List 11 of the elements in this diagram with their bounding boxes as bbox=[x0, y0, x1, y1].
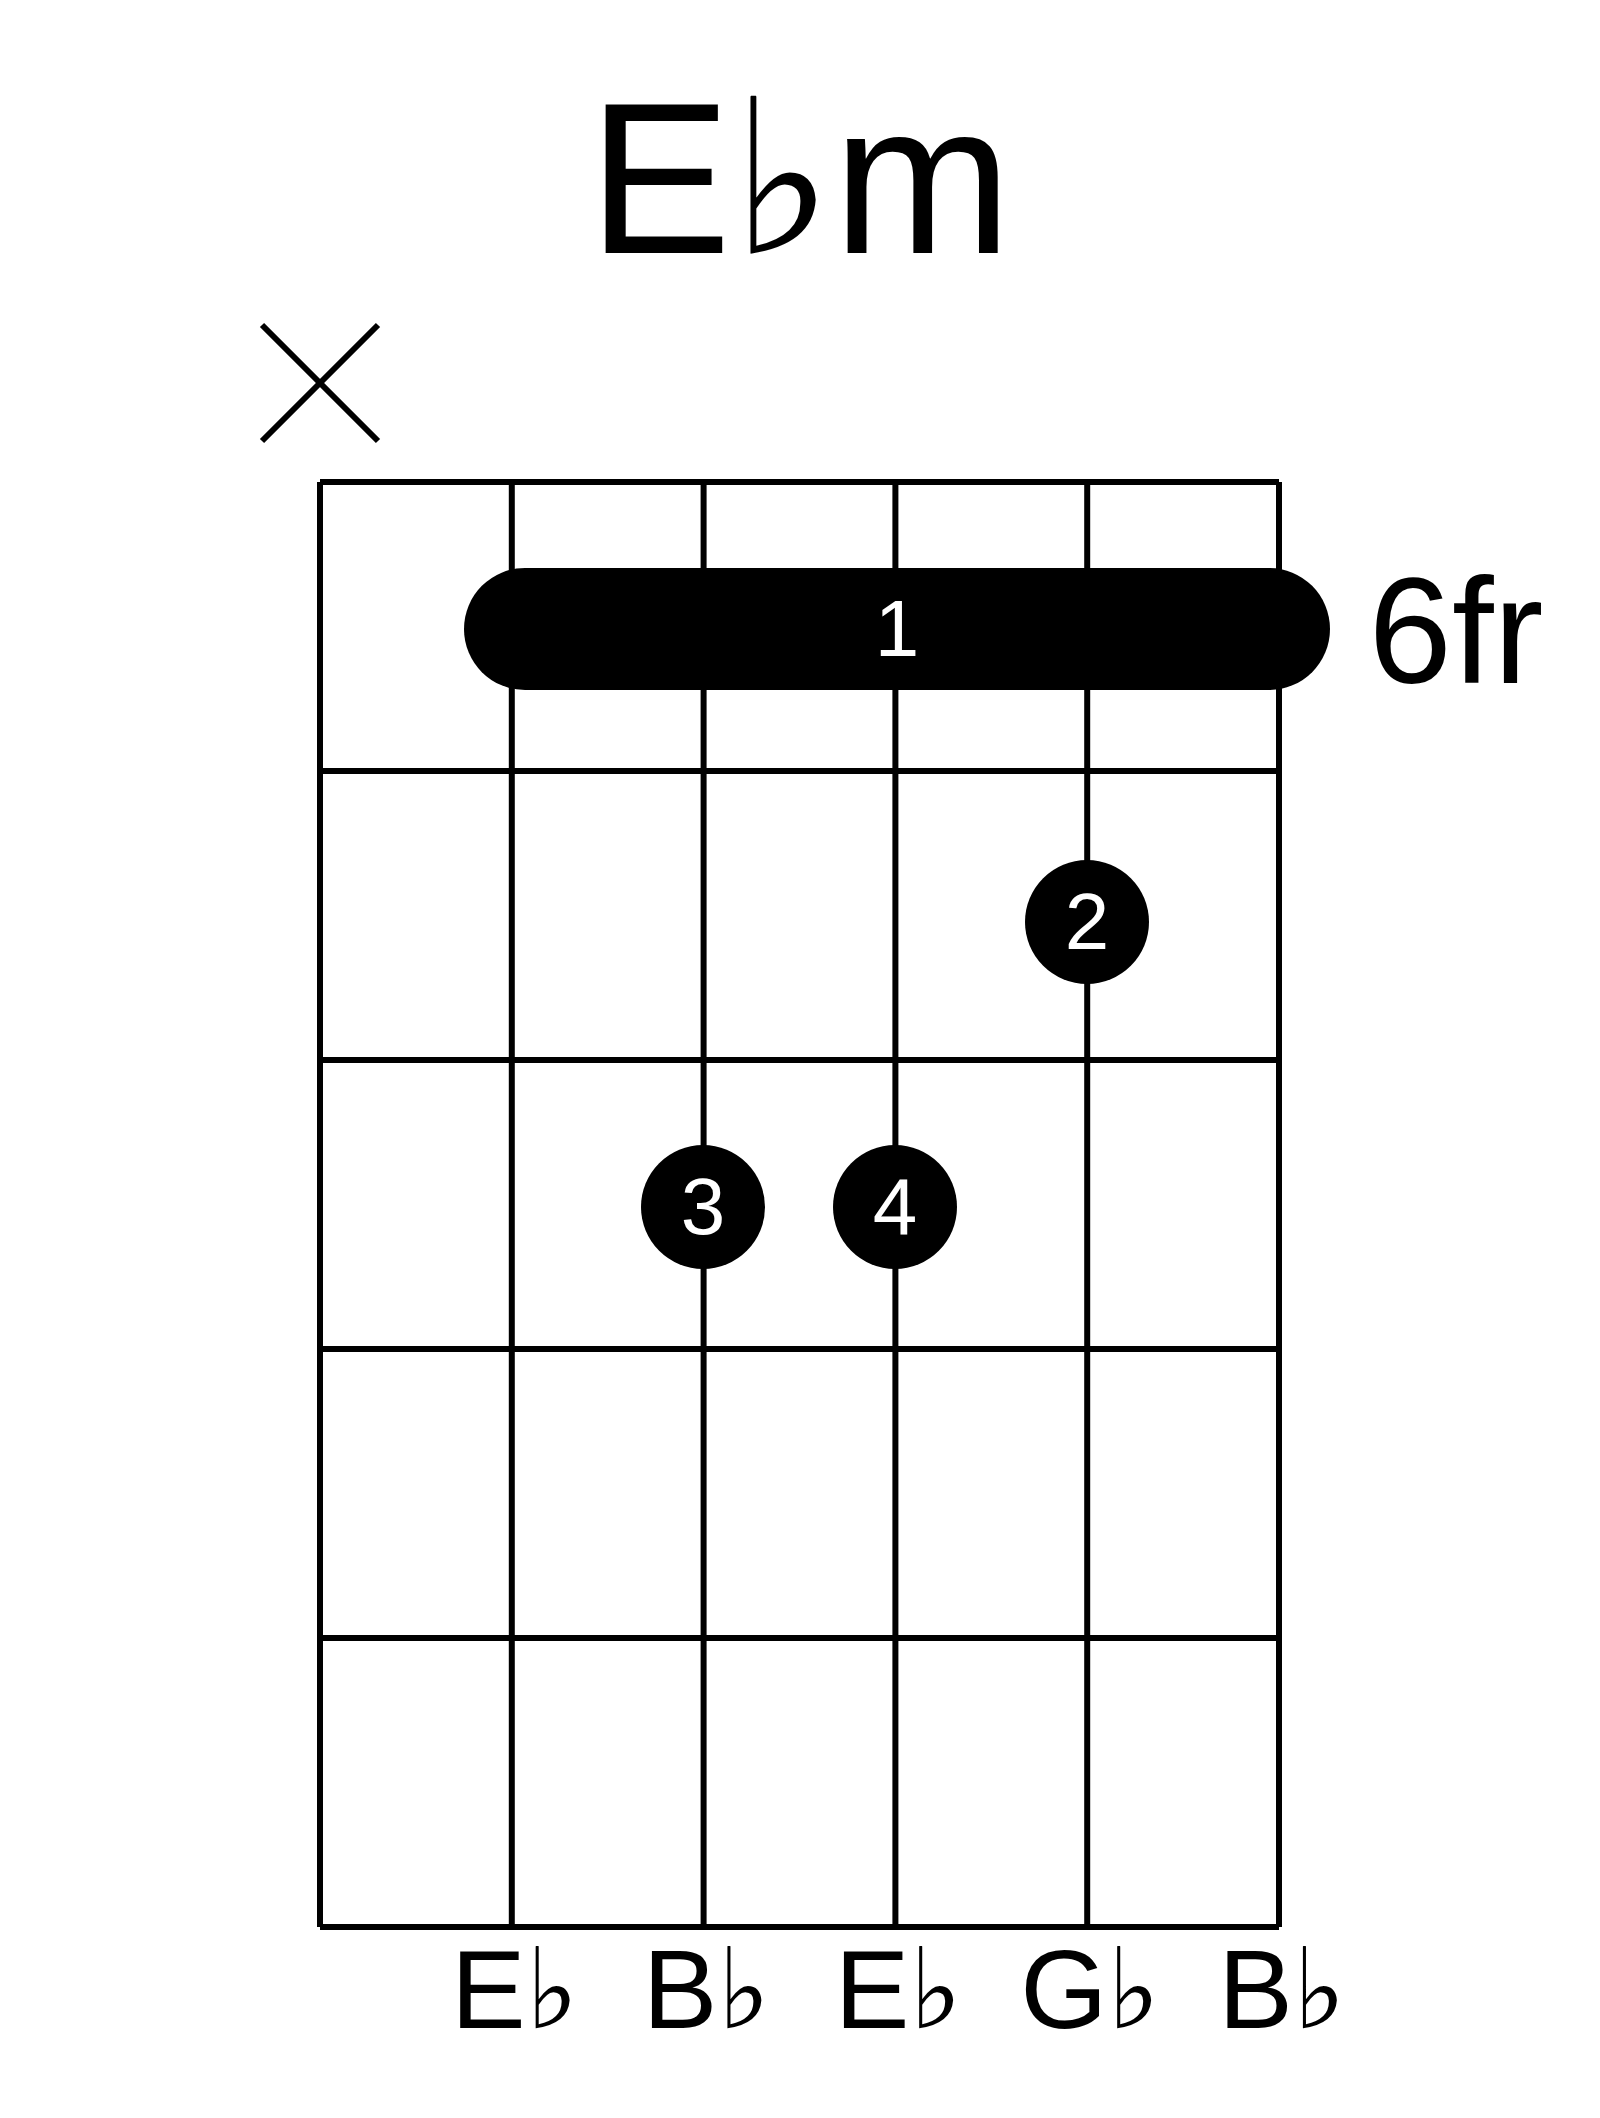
finger-number: 3 bbox=[680, 1167, 726, 1247]
finger-number: 2 bbox=[1064, 882, 1110, 962]
string-note: B♭ bbox=[1218, 1934, 1346, 2046]
string-note: G♭ bbox=[1020, 1934, 1161, 2046]
fret-number: 6fr bbox=[1368, 556, 1544, 706]
finger-number: 4 bbox=[872, 1167, 918, 1247]
string-note: E♭ bbox=[834, 1934, 963, 2046]
finger-number: 1 bbox=[874, 589, 920, 669]
string-note: E♭ bbox=[451, 1934, 579, 2046]
chord-title: E♭m bbox=[588, 70, 1012, 286]
string-note: B♭ bbox=[642, 1934, 771, 2046]
